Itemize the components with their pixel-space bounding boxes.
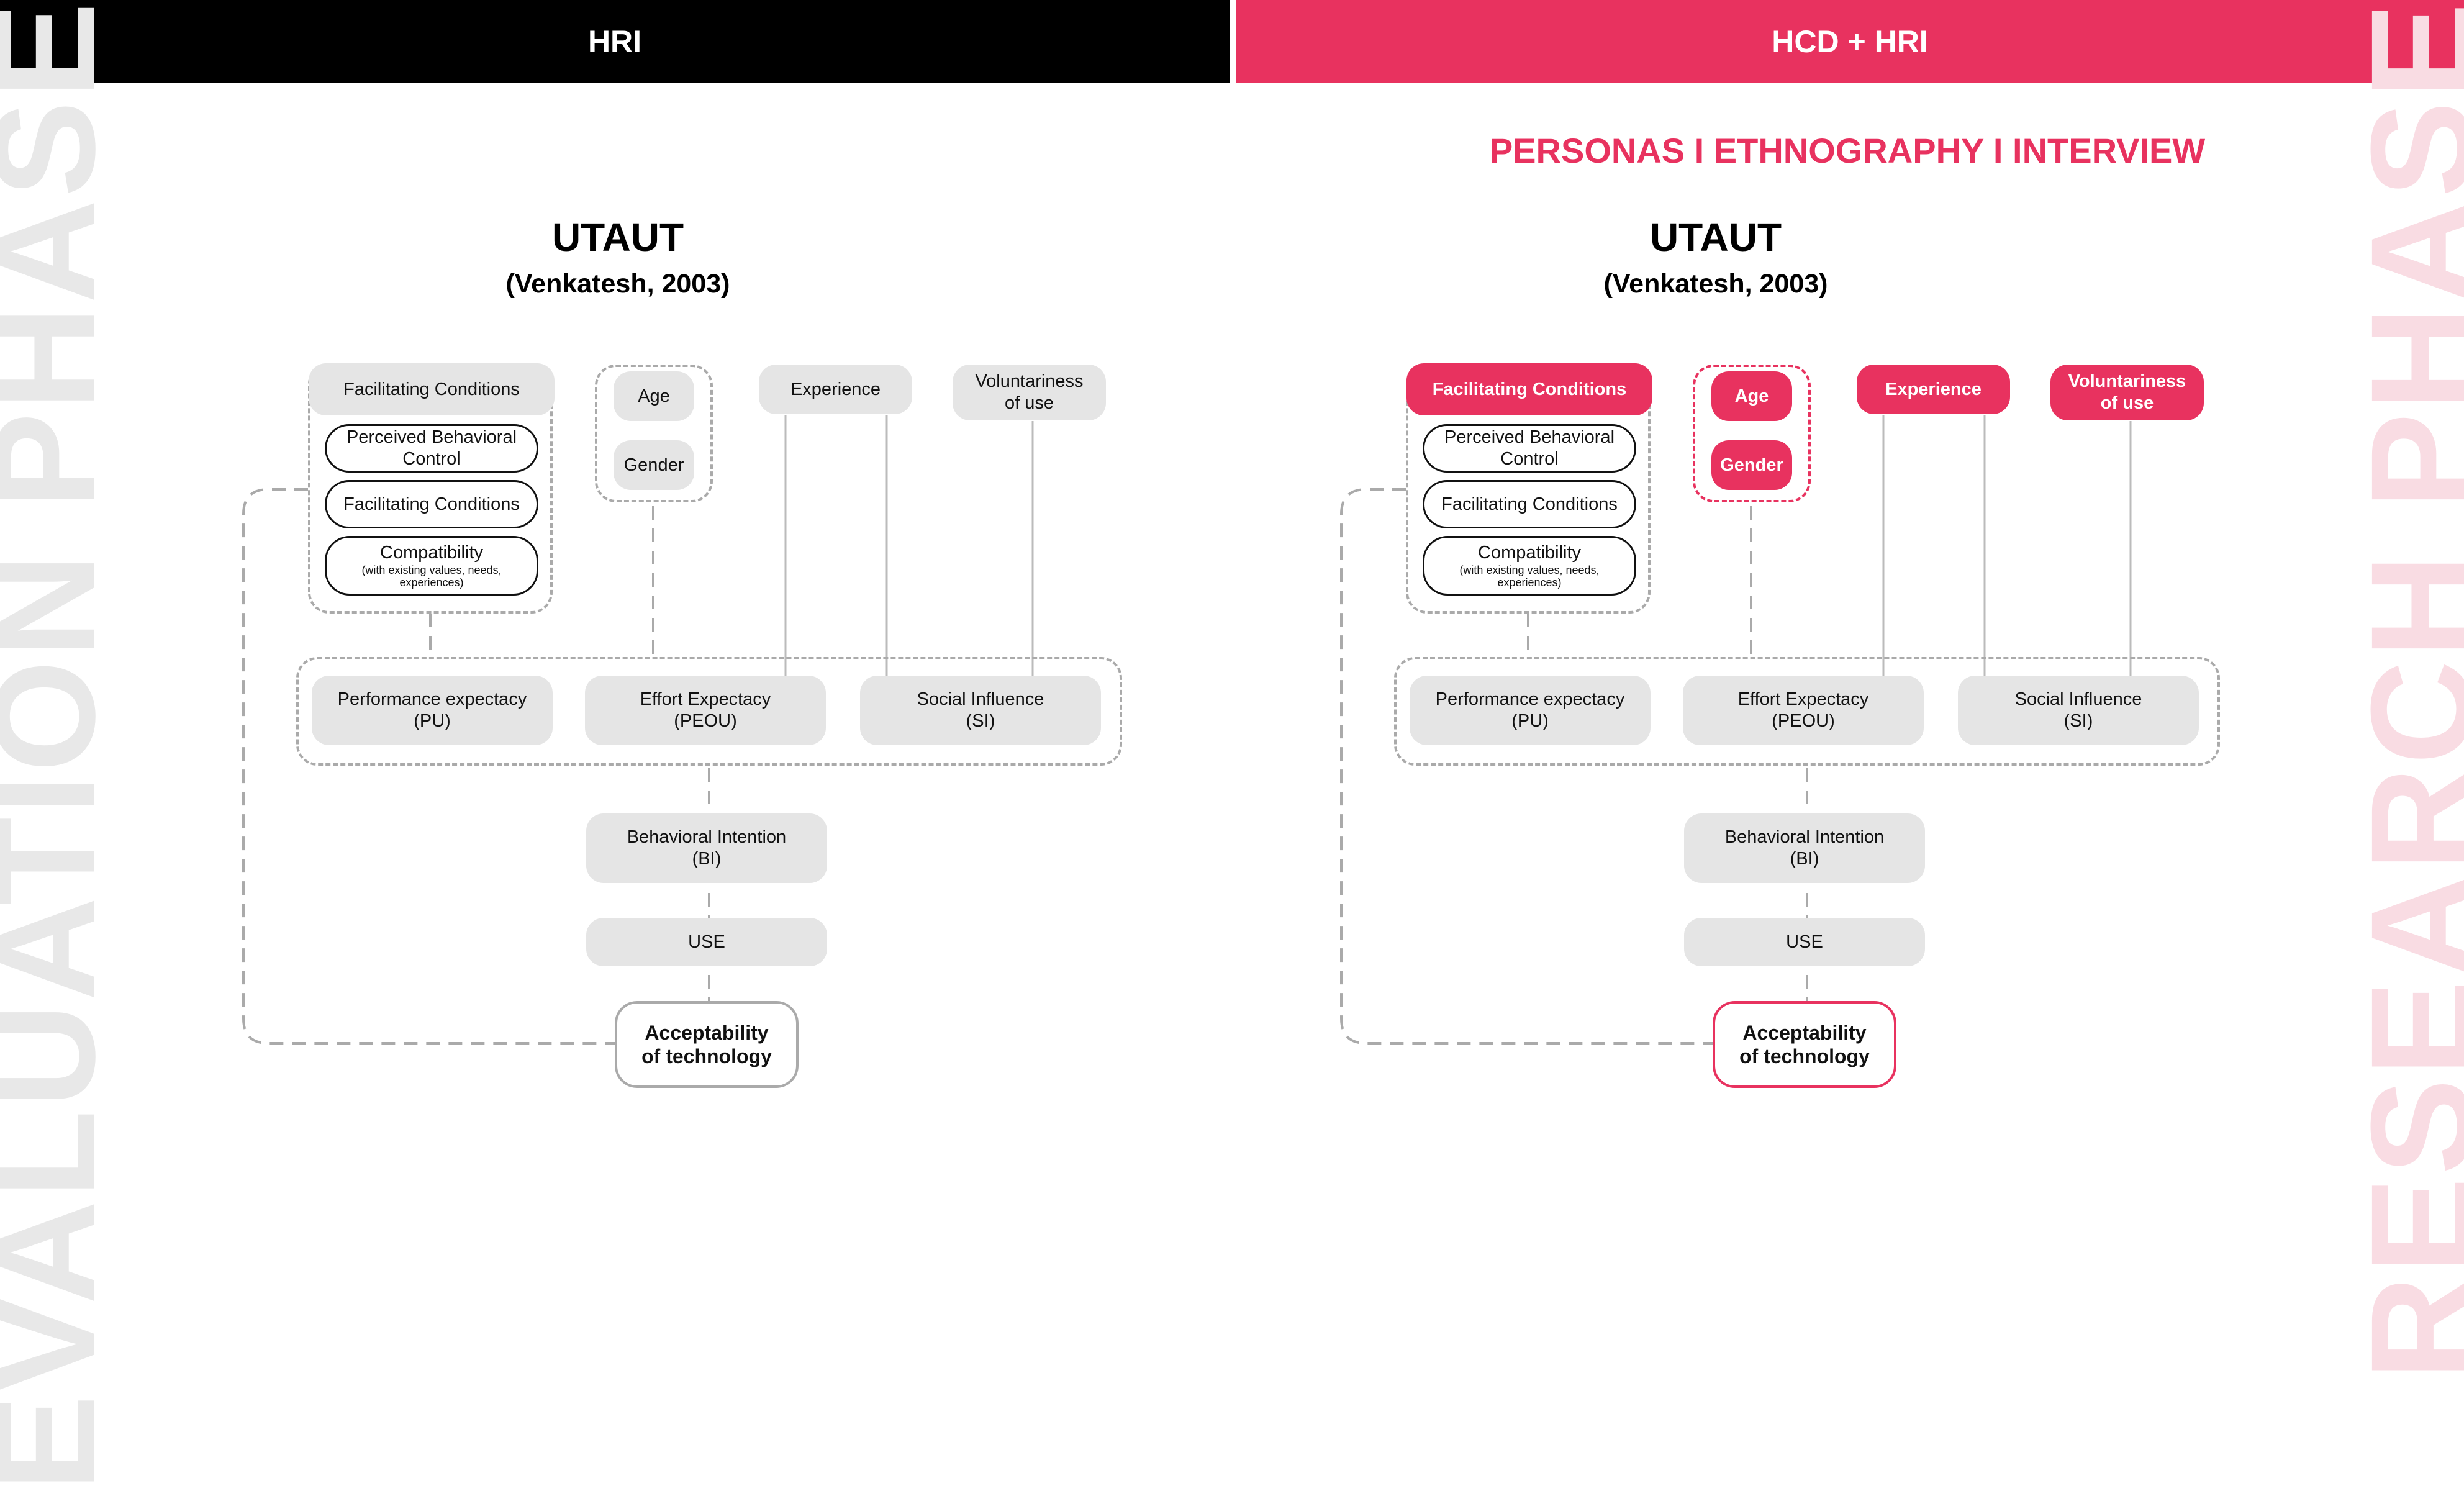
age-box: Age: [1711, 371, 1792, 421]
box-label: Social Influence: [917, 689, 1044, 710]
box-label: Behavioral Intention: [627, 827, 787, 848]
box-label-abbr: (BI): [1790, 849, 1819, 869]
determinants-group: [1394, 657, 2220, 766]
box-label: USE: [688, 931, 725, 952]
box-label-2: of technology: [1739, 1045, 1870, 1067]
box-label-abbr: (PEOU): [674, 711, 737, 731]
performance-expectancy-box: Performance expectacy (PU): [312, 676, 553, 745]
performance-expectancy-box: Performance expectacy (PU): [1410, 676, 1651, 745]
connector-lines: [242, 415, 1034, 1045]
box-note: (with existing values, needs, experience…: [1459, 563, 1600, 589]
compatibility-box: Compatibility (with existing values, nee…: [1423, 536, 1636, 596]
use-box: USE: [1684, 918, 1925, 966]
box-label: Acceptability: [1742, 1021, 1867, 1044]
experience-box: Experience: [759, 365, 912, 414]
box-note: (with existing values, needs, experience…: [361, 563, 502, 589]
age-gender-group: [1693, 365, 1811, 502]
age-box: Age: [614, 371, 694, 421]
box-label: Performance expectacy: [1435, 689, 1625, 710]
box-label: Acceptability: [645, 1021, 769, 1044]
hcd-hri-header-title: HCD + HRI: [1772, 24, 1928, 59]
social-influence-box: Social Influence (SI): [1958, 676, 2199, 745]
determinants-group: [296, 657, 1122, 766]
box-label: Social Influence: [2014, 689, 2142, 710]
box-label: Facilitating Conditions: [1432, 379, 1627, 399]
use-box: USE: [586, 918, 827, 966]
box-label-abbr: (SI): [966, 711, 995, 731]
utaut-model-hri: UTAUT (Venkatesh, 2003) Facilitating Con…: [0, 0, 1230, 1189]
research-methods-line: PERSONAS I ETHNOGRAPHY I INTERVIEW: [1489, 131, 2206, 170]
effort-expectancy-box: Effort Expectacy (PEOU): [1683, 676, 1924, 745]
box-label-2: of technology: [641, 1045, 772, 1067]
experience-box: Experience: [1857, 365, 2010, 414]
box-label: USE: [1786, 931, 1823, 952]
box-label: Gender: [623, 455, 684, 475]
box-label: Age: [1734, 386, 1769, 406]
model-title: UTAUT: [1649, 215, 1782, 260]
utaut-model-hcd-hri: UTAUT (Venkatesh, 2003) Facilitating Con…: [1098, 0, 2327, 1189]
age-gender-group: [595, 365, 713, 502]
box-label: Facilitating Conditions: [1441, 494, 1618, 514]
box-label: Effort Expectacy: [1737, 689, 1869, 710]
acceptability-box: Acceptability of technology: [615, 1001, 799, 1088]
box-label: Voluntariness of use: [975, 371, 1084, 413]
box-label: Experience: [1885, 379, 1982, 399]
facilitating-conditions-box: Facilitating Conditions: [1406, 363, 1652, 415]
perceived-behavioral-control-box: Perceived Behavioral Control: [1423, 424, 1636, 473]
box-label: Voluntariness of use: [2068, 371, 2186, 413]
box-label: Facilitating Conditions: [343, 494, 520, 514]
model-citation: (Venkatesh, 2003): [505, 269, 730, 299]
box-label: Behavioral Intention: [1724, 827, 1885, 848]
compatibility-box: Compatibility (with existing values, nee…: [325, 536, 538, 596]
facilitating-conditions-item-box: Facilitating Conditions: [1423, 480, 1636, 528]
box-label: Perceived Behavioral Control: [346, 427, 517, 469]
voluntariness-box: Voluntariness of use: [953, 365, 1106, 420]
hri-header: HRI: [0, 0, 1230, 83]
voluntariness-box: Voluntariness of use: [2050, 365, 2204, 420]
behavioral-intention-box: Behavioral Intention (BI): [1684, 813, 1925, 883]
box-label: Compatibility: [1478, 542, 1581, 563]
box-label: Effort Expectacy: [640, 689, 771, 710]
box-label-abbr: (PEOU): [1772, 711, 1835, 731]
box-label-abbr: (SI): [2063, 711, 2093, 731]
effort-expectancy-box: Effort Expectacy (PEOU): [585, 676, 826, 745]
gender-box: Gender: [1711, 440, 1792, 490]
box-label: Performance expectacy: [337, 689, 527, 710]
box-label-abbr: (PU): [414, 711, 451, 731]
hri-header-title: HRI: [587, 24, 642, 59]
model-title: UTAUT: [551, 215, 684, 260]
acceptability-box: Acceptability of technology: [1713, 1001, 1896, 1088]
box-label-abbr: (PU): [1511, 711, 1549, 731]
facilitating-conditions-item-box: Facilitating Conditions: [325, 480, 538, 528]
box-label: Facilitating Conditions: [343, 379, 520, 399]
perceived-behavioral-control-box: Perceived Behavioral Control: [325, 424, 538, 473]
box-label: Age: [638, 386, 670, 406]
box-label: Experience: [790, 379, 881, 399]
hcd-hri-header: HCD + HRI: [1236, 0, 2464, 83]
box-label: Gender: [1720, 455, 1783, 475]
facilitating-conditions-box: Facilitating Conditions: [309, 363, 555, 415]
box-label: Perceived Behavioral Control: [1444, 427, 1615, 469]
social-influence-box: Social Influence (SI): [860, 676, 1101, 745]
gender-box: Gender: [614, 440, 694, 490]
connector-lines: [1340, 415, 2132, 1045]
box-label: Compatibility: [380, 542, 483, 563]
behavioral-intention-box: Behavioral Intention (BI): [586, 813, 827, 883]
box-label-abbr: (BI): [692, 849, 722, 869]
research-phase-label: RESEARCH PHASE: [2341, 0, 2464, 1380]
model-citation: (Venkatesh, 2003): [1603, 269, 1828, 299]
